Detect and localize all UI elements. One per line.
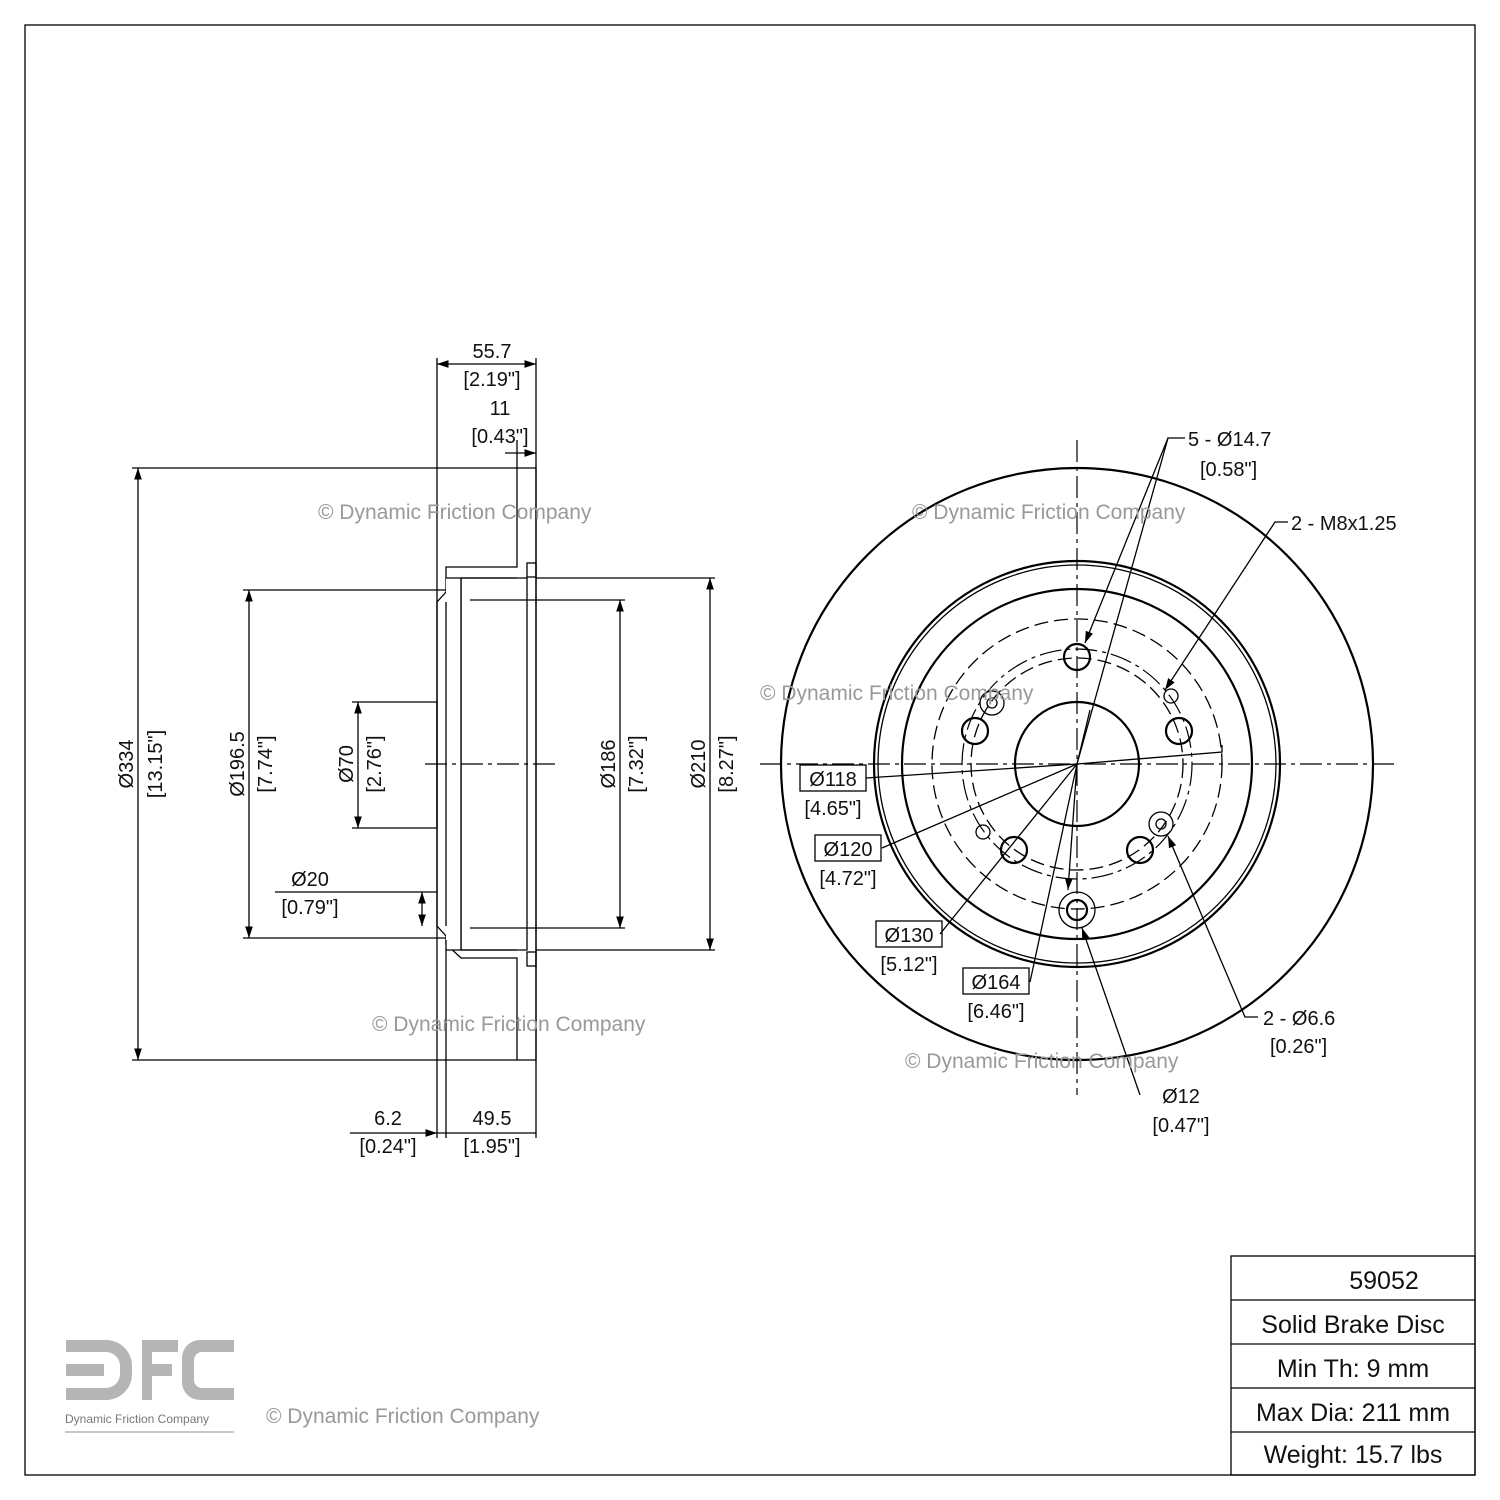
dim-hat-outer-dia-in: [8.27"]: [716, 735, 738, 792]
dim-rotor-thickness-in: [0.43"]: [471, 426, 528, 448]
dim-flange-thickness-in: [0.24"]: [359, 1136, 416, 1158]
max-diameter: Max Dia: 211 mm: [1256, 1399, 1450, 1427]
label-d12: Ø12: [1162, 1086, 1200, 1108]
watermark: © Dynamic Friction Company: [318, 501, 592, 524]
label-d12-in: [0.47"]: [1152, 1115, 1209, 1137]
watermark: © Dynamic Friction Company: [905, 1050, 1179, 1073]
label-lug-holes-in: [0.58"]: [1200, 459, 1257, 481]
part-description: Solid Brake Disc: [1261, 1311, 1444, 1339]
dim-outer-dia: Ø334: [116, 740, 138, 789]
label-d118-in: [4.65"]: [804, 798, 861, 820]
dim-hat-outer-dia: Ø210: [688, 740, 710, 789]
lug-holes: [960, 642, 1194, 865]
label-d164-in: [6.46"]: [967, 1001, 1024, 1023]
dim-outer-dia-in: [13.15"]: [145, 730, 167, 798]
watermark: © Dynamic Friction Company: [372, 1013, 646, 1036]
label-small-holes-in: [0.26"]: [1270, 1036, 1327, 1058]
watermark: © Dynamic Friction Company: [912, 501, 1186, 524]
dim-inner-dia: Ø186: [598, 740, 620, 789]
label-d120-in: [4.72"]: [819, 868, 876, 890]
dim-center-bore-in: [2.76"]: [364, 735, 386, 792]
label-small-holes: 2 - Ø6.6: [1263, 1008, 1335, 1030]
part-number: 59052: [1349, 1267, 1419, 1295]
dim-hat-height-in: [1.95"]: [463, 1136, 520, 1158]
dim-overall-width-in: [2.19"]: [463, 369, 520, 391]
min-thickness: Min Th: 9 mm: [1277, 1355, 1429, 1383]
watermark: © Dynamic Friction Company: [760, 682, 1034, 705]
label-d120: Ø120: [824, 839, 873, 861]
front-view: [760, 437, 1395, 1096]
dim-rotor-thickness: 11: [490, 398, 511, 420]
front-view-labels: 5 - Ø14.7 [0.58"] 2 - M8x1.25 Ø118 [4.65…: [799, 429, 1397, 1137]
label-d130-in: [5.12"]: [880, 954, 937, 976]
dim-pin-dia: Ø20: [291, 869, 329, 891]
dim-hat-dia: Ø196.5: [227, 731, 249, 797]
dim-hat-height: 49.5: [473, 1108, 512, 1130]
side-view-dimension-labels: 55.7 [2.19"] 11 [0.43"] Ø334 [13.15"] Ø1…: [116, 341, 738, 1158]
weight: Weight: 15.7 lbs: [1264, 1441, 1443, 1469]
drawing-border: [24, 24, 1476, 1476]
label-d118: Ø118: [809, 769, 856, 791]
dim-hat-dia-in: [7.74"]: [255, 735, 277, 792]
watermarks: © Dynamic Friction Company © Dynamic Fri…: [266, 501, 1186, 1428]
label-d164: Ø164: [972, 972, 1021, 994]
dim-overall-width: 55.7: [473, 341, 512, 363]
logo-caption: Dynamic Friction Company: [65, 1412, 209, 1426]
label-d130: Ø130: [885, 925, 934, 947]
dim-inner-dia-in: [7.32"]: [626, 735, 648, 792]
dim-flange-thickness: 6.2: [374, 1108, 402, 1130]
label-thread: 2 - M8x1.25: [1291, 513, 1397, 535]
dfc-logo: Dynamic Friction Company: [65, 1340, 234, 1433]
side-view-section: [132, 358, 715, 1138]
dim-pin-dia-in: [0.79"]: [281, 897, 338, 919]
label-lug-holes: 5 - Ø14.7: [1188, 429, 1271, 451]
title-block: 59052 Solid Brake Disc Min Th: 9 mm Max …: [1230, 1255, 1476, 1476]
dim-center-bore: Ø70: [336, 745, 358, 783]
watermark: © Dynamic Friction Company: [266, 1405, 540, 1428]
